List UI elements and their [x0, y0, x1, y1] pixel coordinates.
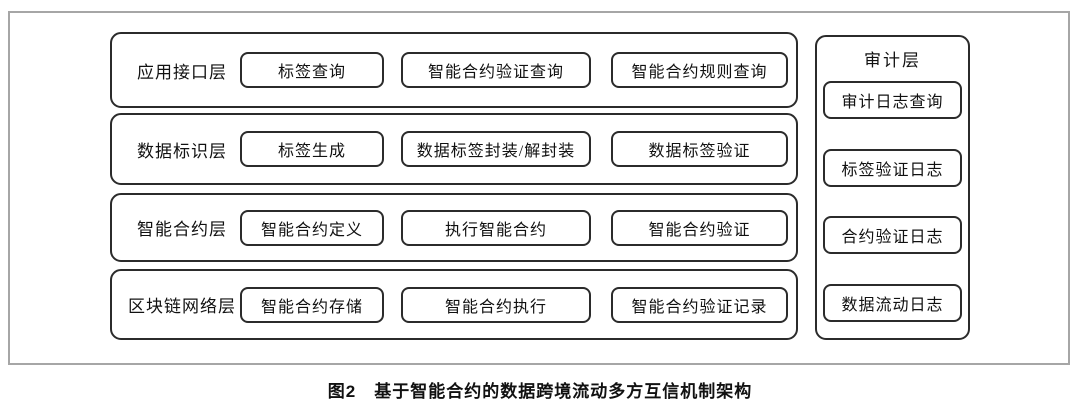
- module-box: 智能合约验证记录: [611, 287, 788, 323]
- audit-layer-panel: 审计层 审计日志查询 标签验证日志 合约验证日志 数据流动日志: [815, 35, 970, 340]
- module-box: 智能合约定义: [240, 210, 384, 246]
- layer-row-blockchain-network: 区块链网络层 智能合约存储 智能合约执行 智能合约验证记录: [110, 269, 798, 340]
- layer-row-data-identification: 数据标识层 标签生成 数据标签封装/解封装 数据标签验证: [110, 113, 798, 185]
- module-box: 标签查询: [240, 52, 384, 88]
- module-box: 智能合约存储: [240, 287, 384, 323]
- layer-label: 区块链网络层: [128, 297, 236, 316]
- module-box: 智能合约验证查询: [401, 52, 591, 88]
- audit-box: 数据流动日志: [823, 284, 962, 322]
- layer-label: 应用接口层: [137, 62, 227, 82]
- module-box: 智能合约验证: [611, 210, 788, 246]
- audit-box: 审计日志查询: [823, 81, 962, 119]
- module-box: 标签生成: [240, 131, 384, 167]
- module-box: 智能合约规则查询: [611, 52, 788, 88]
- module-box: 执行智能合约: [401, 210, 591, 246]
- figure-caption: 图2 基于智能合约的数据跨境流动多方互信机制架构: [0, 377, 1080, 402]
- audit-layer-title: 审计层: [864, 51, 921, 70]
- layer-label: 数据标识层: [137, 141, 227, 161]
- layer-row-application-interface: 应用接口层 标签查询 智能合约验证查询 智能合约规则查询: [110, 32, 798, 108]
- module-box: 数据标签封装/解封装: [401, 131, 591, 167]
- module-box: 数据标签验证: [611, 131, 788, 167]
- audit-box: 合约验证日志: [823, 216, 962, 254]
- layer-row-smart-contract: 智能合约层 智能合约定义 执行智能合约 智能合约验证: [110, 193, 798, 262]
- audit-box: 标签验证日志: [823, 149, 962, 187]
- layer-label: 智能合约层: [137, 220, 227, 239]
- figure-caption-title: 基于智能合约的数据跨境流动多方互信机制架构: [374, 382, 753, 401]
- module-box: 智能合约执行: [401, 287, 591, 323]
- figure-caption-number: 图2: [327, 382, 357, 401]
